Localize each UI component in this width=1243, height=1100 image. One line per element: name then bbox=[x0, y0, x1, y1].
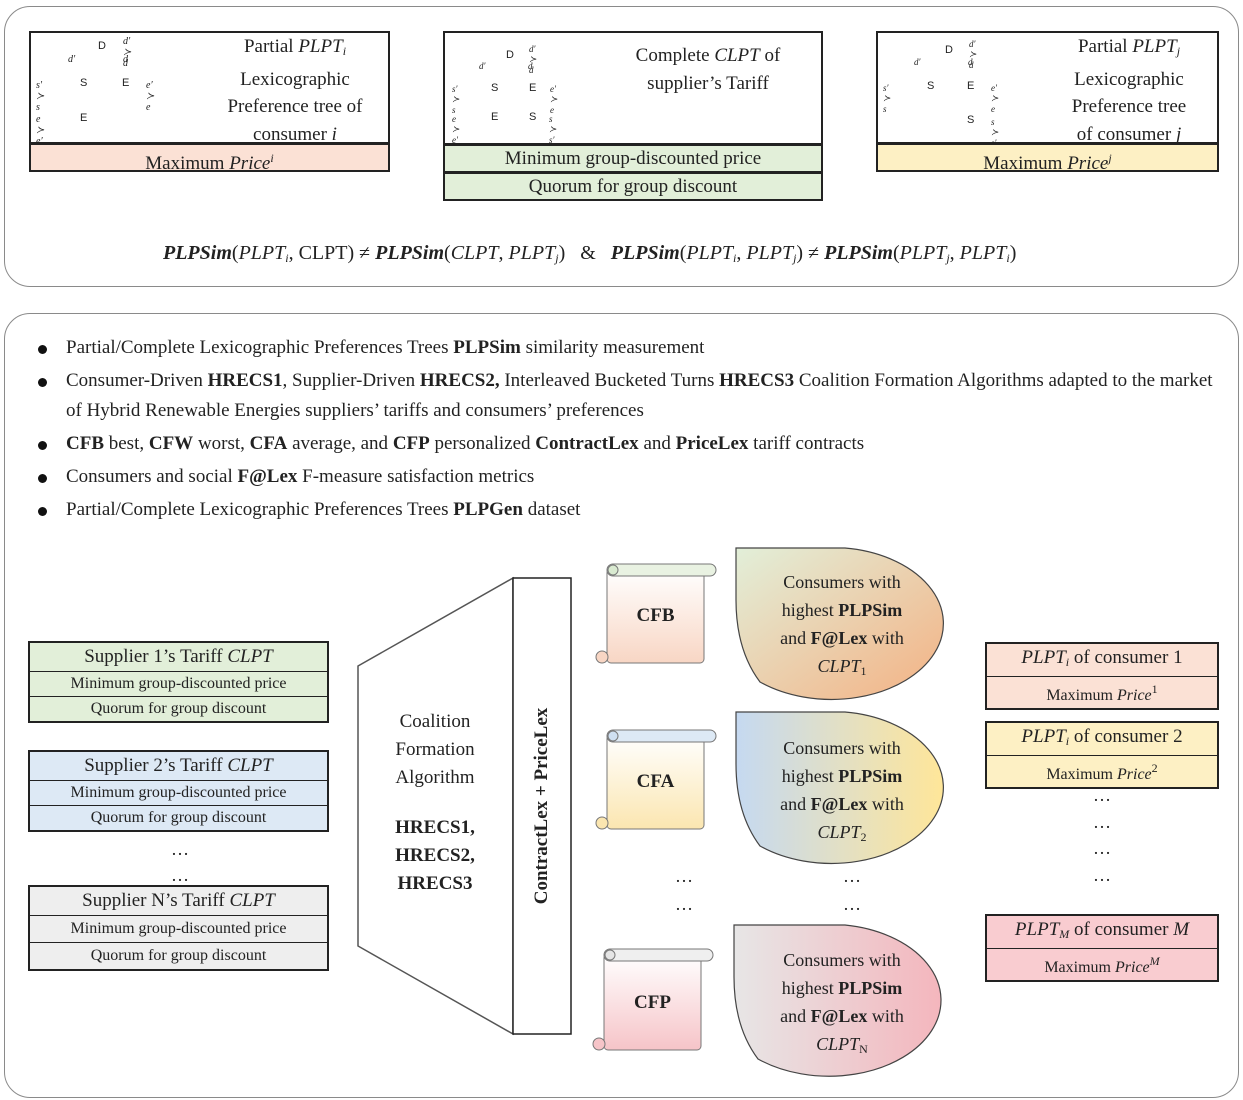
tree-i-max-price: Maximum Pricei bbox=[29, 143, 390, 174]
coalition-ellipsis: …… bbox=[843, 866, 861, 914]
supplier-n-tariff: Supplier N’s Tariff CLPT Minimum group-d… bbox=[28, 885, 329, 971]
top-panel bbox=[4, 6, 1239, 287]
coalition-bubble-2: Consumers with highest PLPSim and F@Lex … bbox=[780, 738, 904, 844]
plpsim-formula: PLPSim(PLPTi, CLPT) ≠ PLPSim(CLPT, PLPTj… bbox=[163, 242, 1017, 265]
bottom-panel bbox=[4, 313, 1239, 1098]
supplier-ellipsis: …… bbox=[171, 839, 189, 885]
bullet-plpgen: Partial/Complete Lexicographic Preferenc… bbox=[38, 495, 1213, 525]
coalition-bubble-2-shape bbox=[735, 711, 944, 865]
bullet-plpsim: Partial/Complete Lexicographic Preferenc… bbox=[38, 333, 1213, 363]
scroll-cfa-shape bbox=[595, 729, 717, 830]
contract-pricelex-label: ContractLex + PriceLex bbox=[531, 707, 552, 905]
consumer-2-preferences: PLPTi of consumer 2 Maximum Price2 bbox=[985, 721, 1219, 789]
coalition-bubble-1-shape bbox=[735, 547, 944, 701]
coalition-bubble-3-shape bbox=[733, 924, 942, 1077]
bullet-hrecs: Consumer-Driven HRECS1, Supplier-Driven … bbox=[38, 366, 1213, 426]
scroll-cfb-shape bbox=[595, 563, 717, 664]
scroll-cfp: CFP bbox=[634, 992, 671, 1013]
feature-list: Partial/Complete Lexicographic Preferenc… bbox=[38, 333, 1213, 528]
tree-c-title: Complete CLPT of supplier’s Tariff bbox=[635, 45, 781, 94]
scroll-cfb: CFB bbox=[636, 605, 675, 626]
tree-i-title: Partial PLPTi Lexicographic Preference t… bbox=[227, 36, 363, 145]
consumer-ellipsis: ………… bbox=[1093, 785, 1111, 885]
tree-c-quorum: Quorum for group discount bbox=[443, 172, 823, 201]
coalition-bubble-3: Consumers with highest PLPSim and F@Lex … bbox=[780, 950, 904, 1056]
coalition-bubble-1: Consumers with highest PLPSim and F@Lex … bbox=[780, 572, 904, 678]
scroll-cfp-shape bbox=[592, 948, 714, 1051]
contract-bar bbox=[512, 577, 572, 1035]
tree-j-max-price: Maximum Pricej bbox=[876, 143, 1219, 174]
consumer-1-preferences: PLPTi of consumer 1 Maximum Price1 bbox=[985, 642, 1219, 710]
tree-j-title: Partial PLPTj Lexicographic Preference t… bbox=[1071, 36, 1187, 145]
scroll-ellipsis: …… bbox=[675, 866, 693, 914]
tree-c-box bbox=[443, 31, 823, 145]
coalition-algorithm-label: Coalition Formation Algorithm HRECS1, HR… bbox=[395, 711, 475, 894]
tree-c-min-price: Minimum group-discounted price bbox=[443, 144, 823, 173]
supplier-2-tariff: Supplier 2’s Tariff CLPT Minimum group-d… bbox=[28, 750, 329, 832]
bullet-contracts: CFB best, CFW worst, CFA average, and CF… bbox=[38, 429, 1213, 459]
consumer-m-preferences: PLPTM of consumer M Maximum PriceM bbox=[985, 914, 1219, 982]
supplier-1-tariff: Supplier 1’s Tariff CLPT Minimum group-d… bbox=[28, 641, 329, 723]
scroll-cfa: CFA bbox=[636, 771, 675, 792]
bullet-flex: Consumers and social F@Lex F-measure sat… bbox=[38, 462, 1213, 492]
